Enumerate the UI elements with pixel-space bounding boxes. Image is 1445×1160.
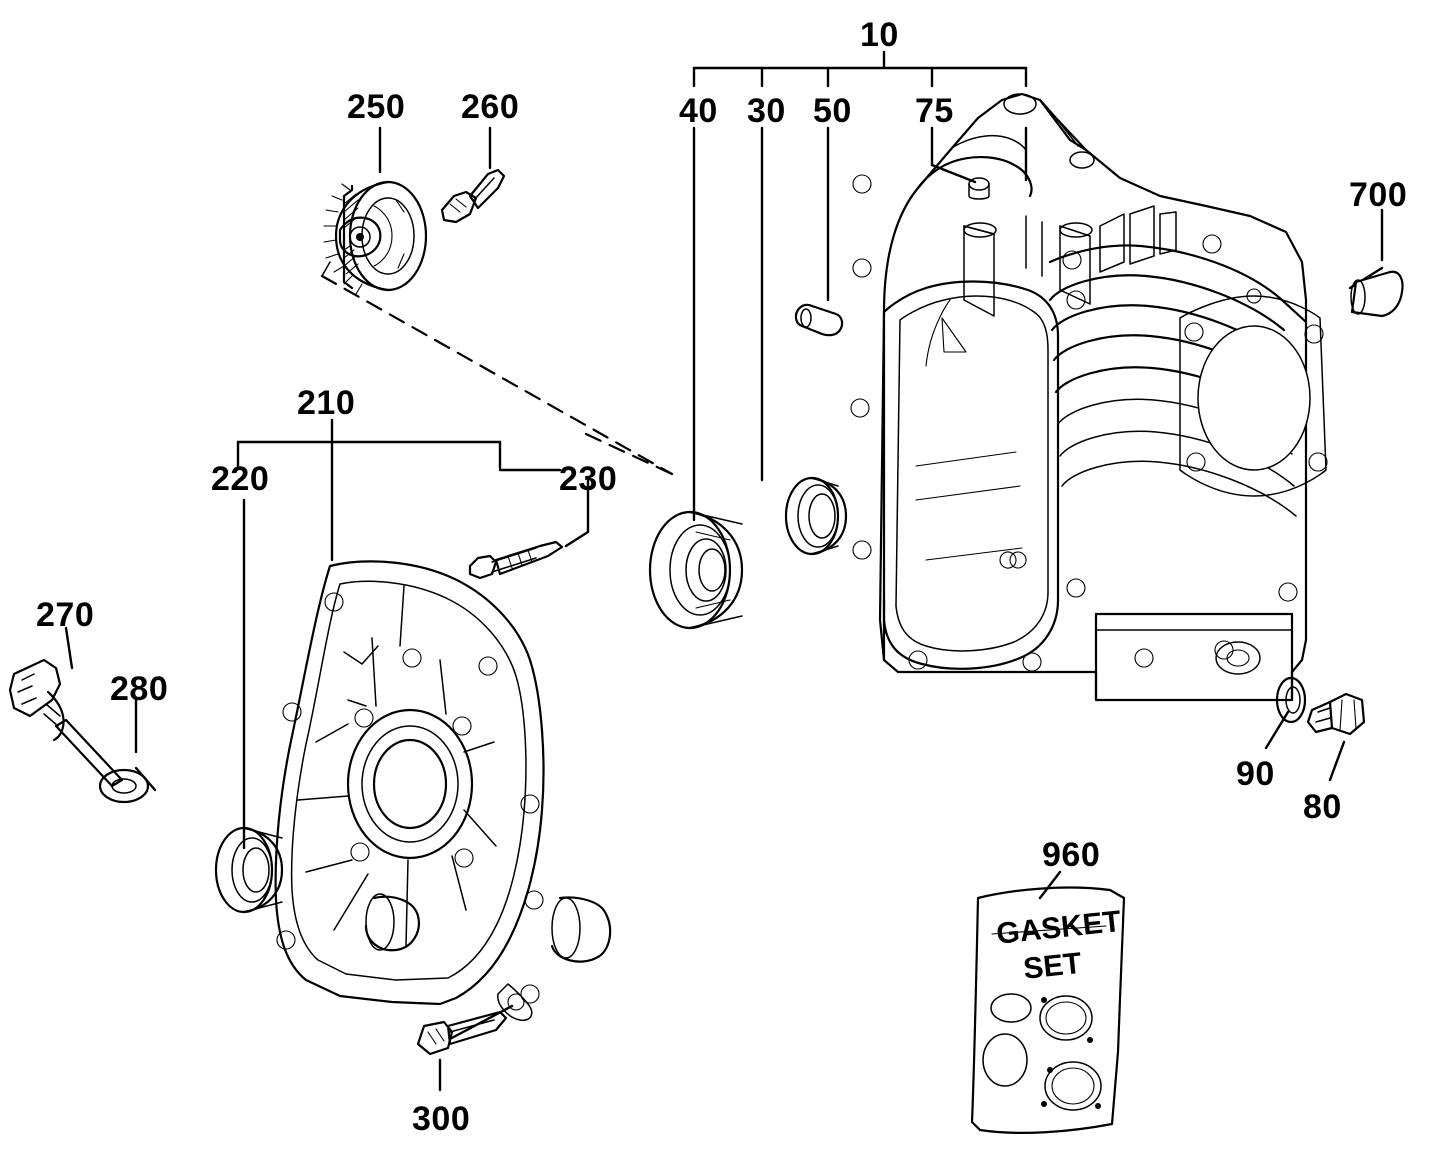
part-270-dipstick bbox=[8, 626, 124, 788]
callout-250: 250 bbox=[347, 88, 406, 126]
callout-50: 50 bbox=[813, 92, 852, 130]
part-80-drain-plug bbox=[1306, 692, 1366, 782]
callout-90: 90 bbox=[1236, 755, 1275, 793]
part-50-dowel bbox=[794, 303, 844, 337]
part-30-oil-seal bbox=[784, 476, 848, 556]
callout-80: 80 bbox=[1303, 788, 1342, 826]
part-700-plug bbox=[1348, 208, 1404, 318]
part-220-oil-seal bbox=[214, 826, 284, 914]
callout-75: 75 bbox=[915, 92, 954, 130]
callout-280: 280 bbox=[110, 670, 169, 708]
callout-220: 220 bbox=[211, 460, 270, 498]
callout-960: 960 bbox=[1042, 836, 1101, 874]
callout-260: 260 bbox=[461, 88, 520, 126]
gasket-set-line-2: SET bbox=[1021, 946, 1084, 986]
part-75-pin bbox=[968, 177, 990, 200]
part-260-bolt bbox=[440, 126, 506, 224]
bracket-group-10 bbox=[692, 50, 1028, 522]
callout-30: 30 bbox=[747, 92, 786, 130]
alignment-dashed-lines bbox=[320, 261, 674, 476]
part-90-washer bbox=[1264, 676, 1307, 750]
part-280-washer bbox=[98, 698, 157, 804]
part-250-governor-gear bbox=[323, 126, 428, 295]
callout-10: 10 bbox=[860, 16, 899, 54]
callout-300: 300 bbox=[412, 1100, 471, 1138]
callout-270: 270 bbox=[36, 596, 95, 634]
bracket-group-210 bbox=[236, 418, 562, 850]
callout-40: 40 bbox=[679, 92, 718, 130]
callout-230: 230 bbox=[559, 460, 618, 498]
callout-700: 700 bbox=[1349, 176, 1408, 214]
part-230-bolt bbox=[468, 478, 590, 580]
crankcase-body bbox=[850, 92, 1328, 702]
part-40-ball-bearing bbox=[648, 510, 744, 630]
part-960-gasket-set bbox=[970, 870, 1126, 1134]
part-300-bolt bbox=[416, 1004, 514, 1092]
callout-210: 210 bbox=[297, 384, 356, 422]
part-210-crankcase-cover bbox=[274, 560, 612, 1022]
